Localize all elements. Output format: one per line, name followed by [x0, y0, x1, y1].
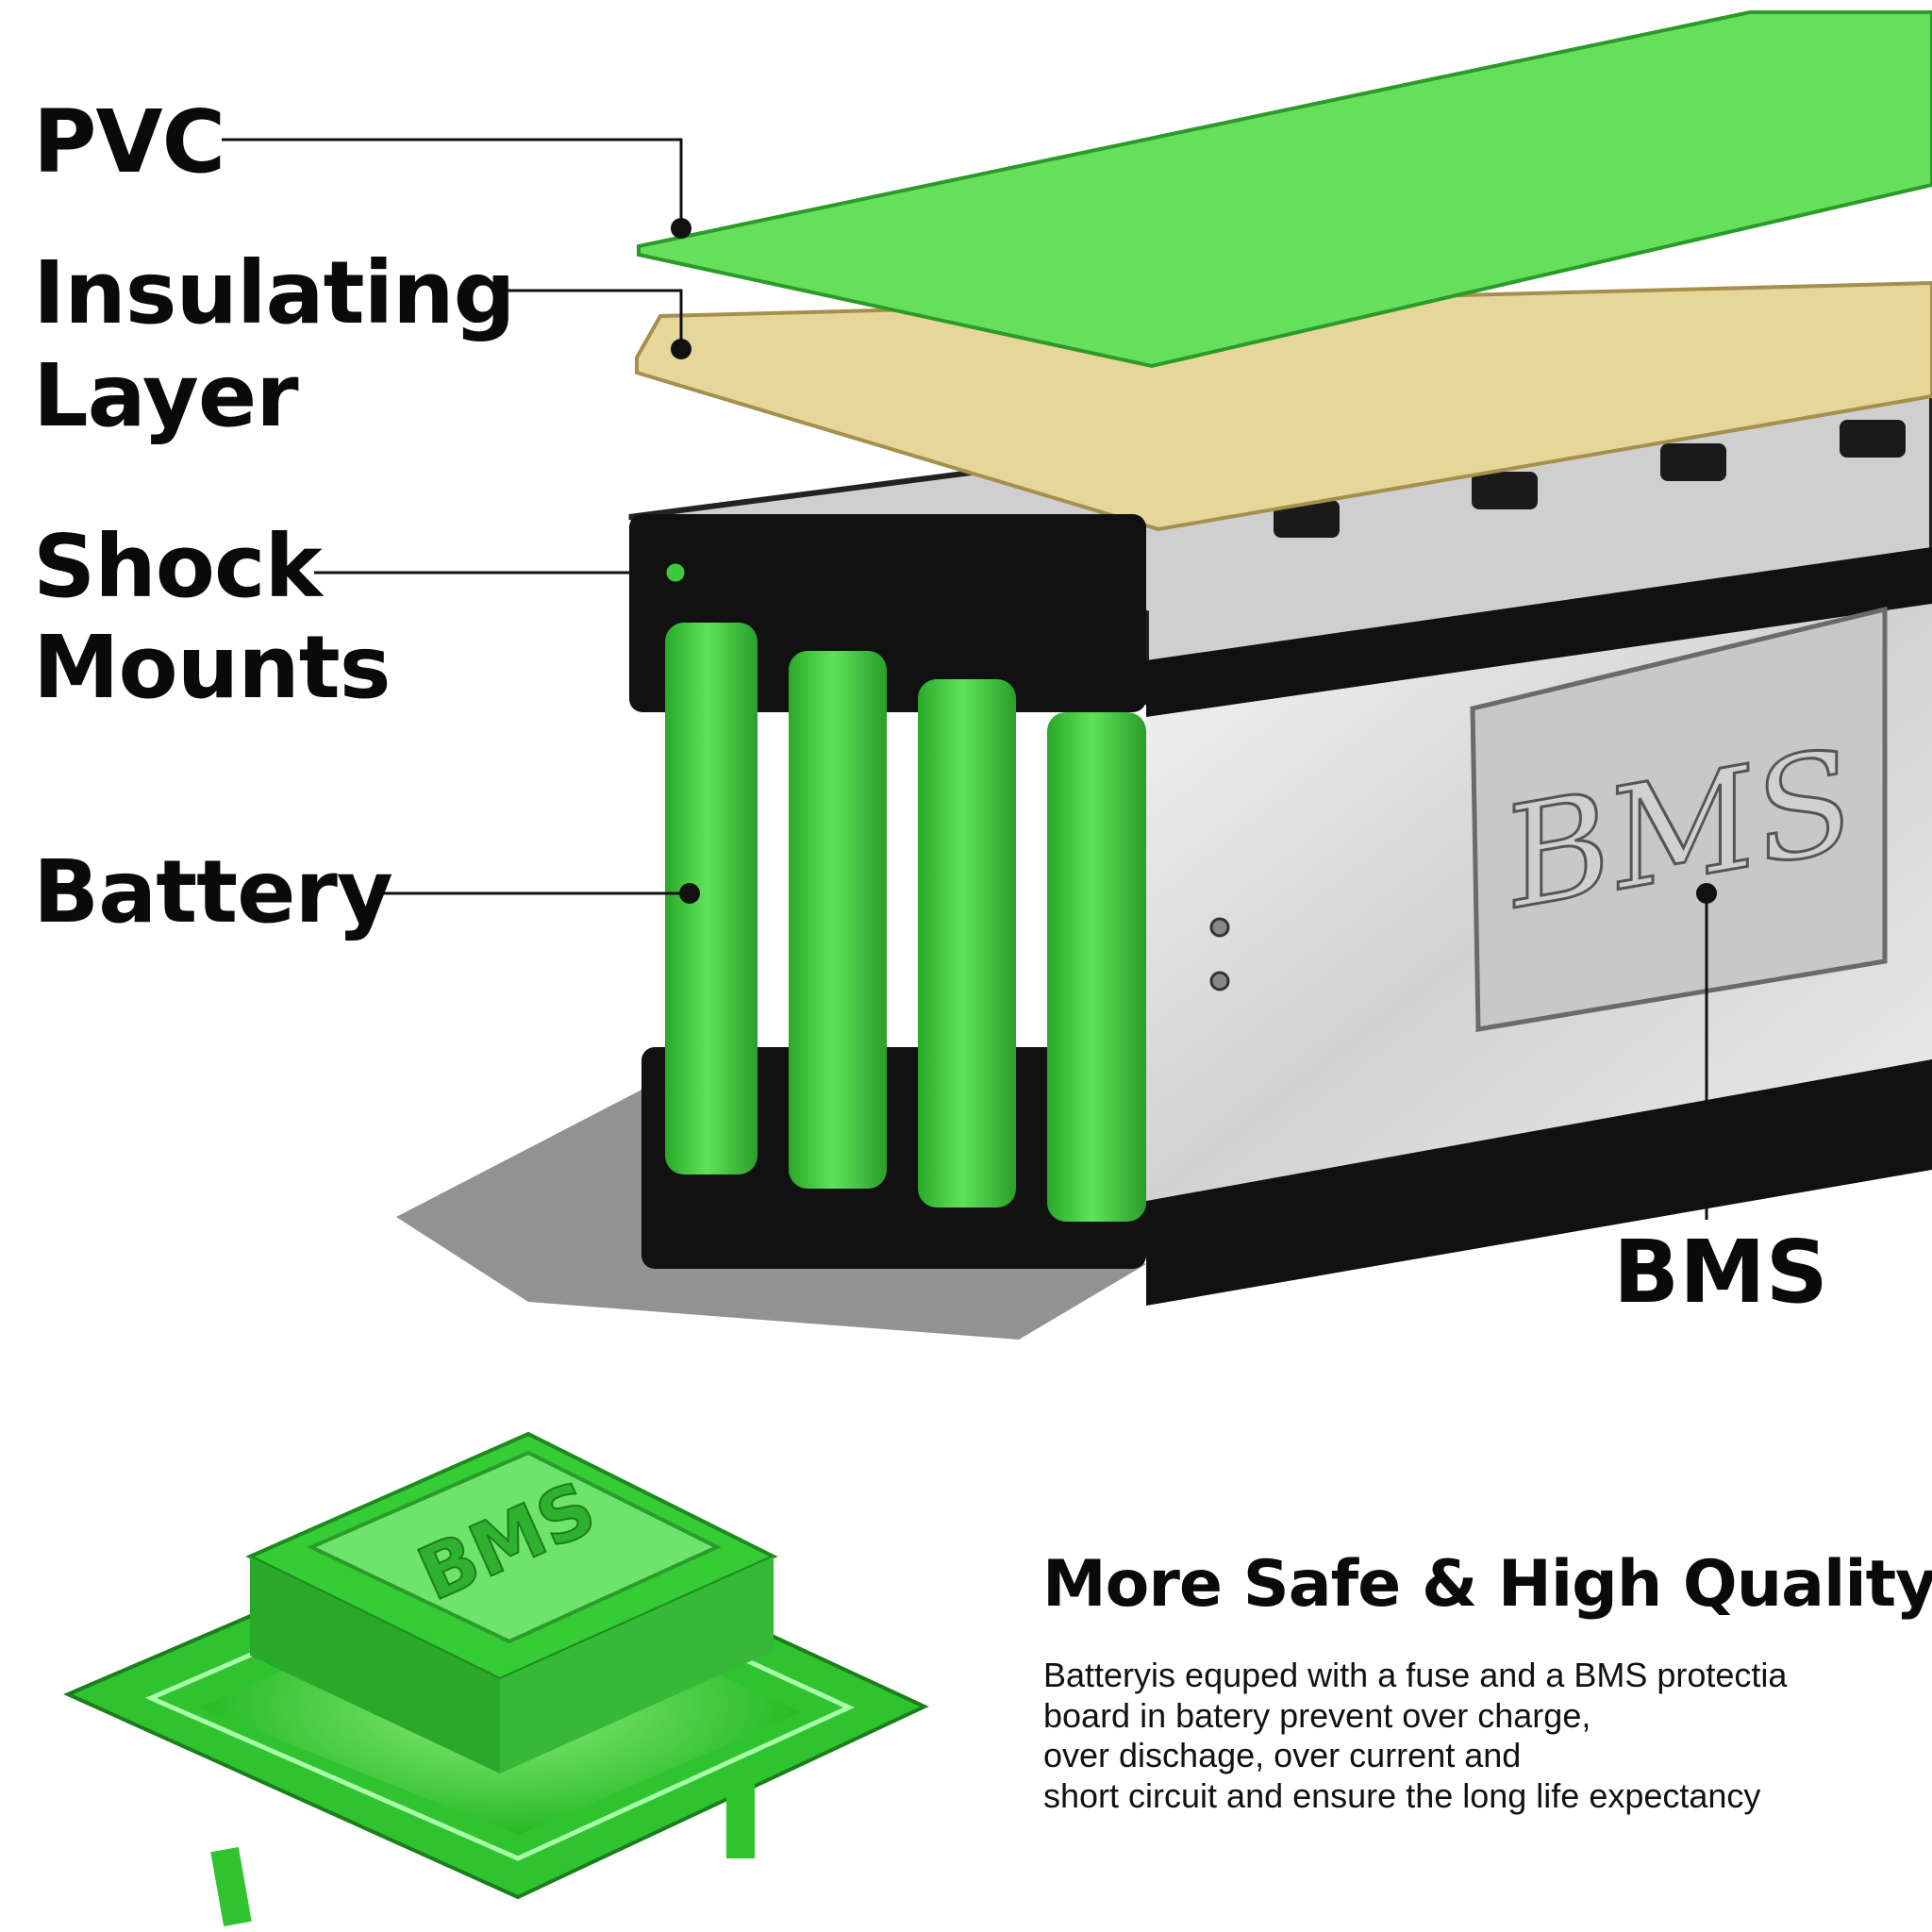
info-line: board in batery prevent over charge,	[1043, 1695, 1591, 1735]
battery-cell	[1047, 712, 1146, 1222]
pack-top-frame-side	[1146, 547, 1932, 717]
top-frame-front	[629, 514, 1146, 712]
bms-chip-illustration: BMS	[63, 1431, 929, 1926]
battery-cell	[918, 679, 1016, 1208]
callout-dots	[663, 218, 1717, 904]
label-bms: BMS	[1613, 1222, 1828, 1323]
screw	[1209, 917, 1230, 938]
insulating-layer-sheet	[635, 280, 1932, 532]
battery-cell	[665, 623, 758, 1174]
label-battery: Battery	[33, 841, 393, 942]
bottom-frame-front	[641, 1047, 1146, 1269]
bms-plate	[1470, 606, 1888, 1032]
info-line: over dischage, over current and	[1043, 1736, 1522, 1774]
label-insulating-line2: Layer	[33, 345, 299, 446]
info-line: short circuit and ensure the long life e…	[1043, 1775, 1761, 1815]
label-insulating-line1: Insulating	[33, 242, 515, 343]
info-heading: More Safe & High Quality	[1042, 1547, 1932, 1622]
label-shock-line2: Mounts	[33, 617, 391, 718]
callout-lines	[222, 138, 1708, 1220]
pack-bottom-frame-side	[1146, 1059, 1932, 1306]
battery-cells	[665, 623, 1146, 1222]
pvc-sheet	[637, 10, 1932, 369]
label-shock-line1: Shock	[33, 516, 323, 617]
info-paragraph: Batteryis equped with a fuse and a BMS p…	[1043, 1656, 1787, 1816]
label-pvc: PVC	[33, 92, 225, 192]
info-line: Batteryis equped with a fuse and a BMS p…	[1043, 1656, 1788, 1694]
battery-cell	[789, 651, 887, 1189]
screw	[1209, 971, 1230, 991]
